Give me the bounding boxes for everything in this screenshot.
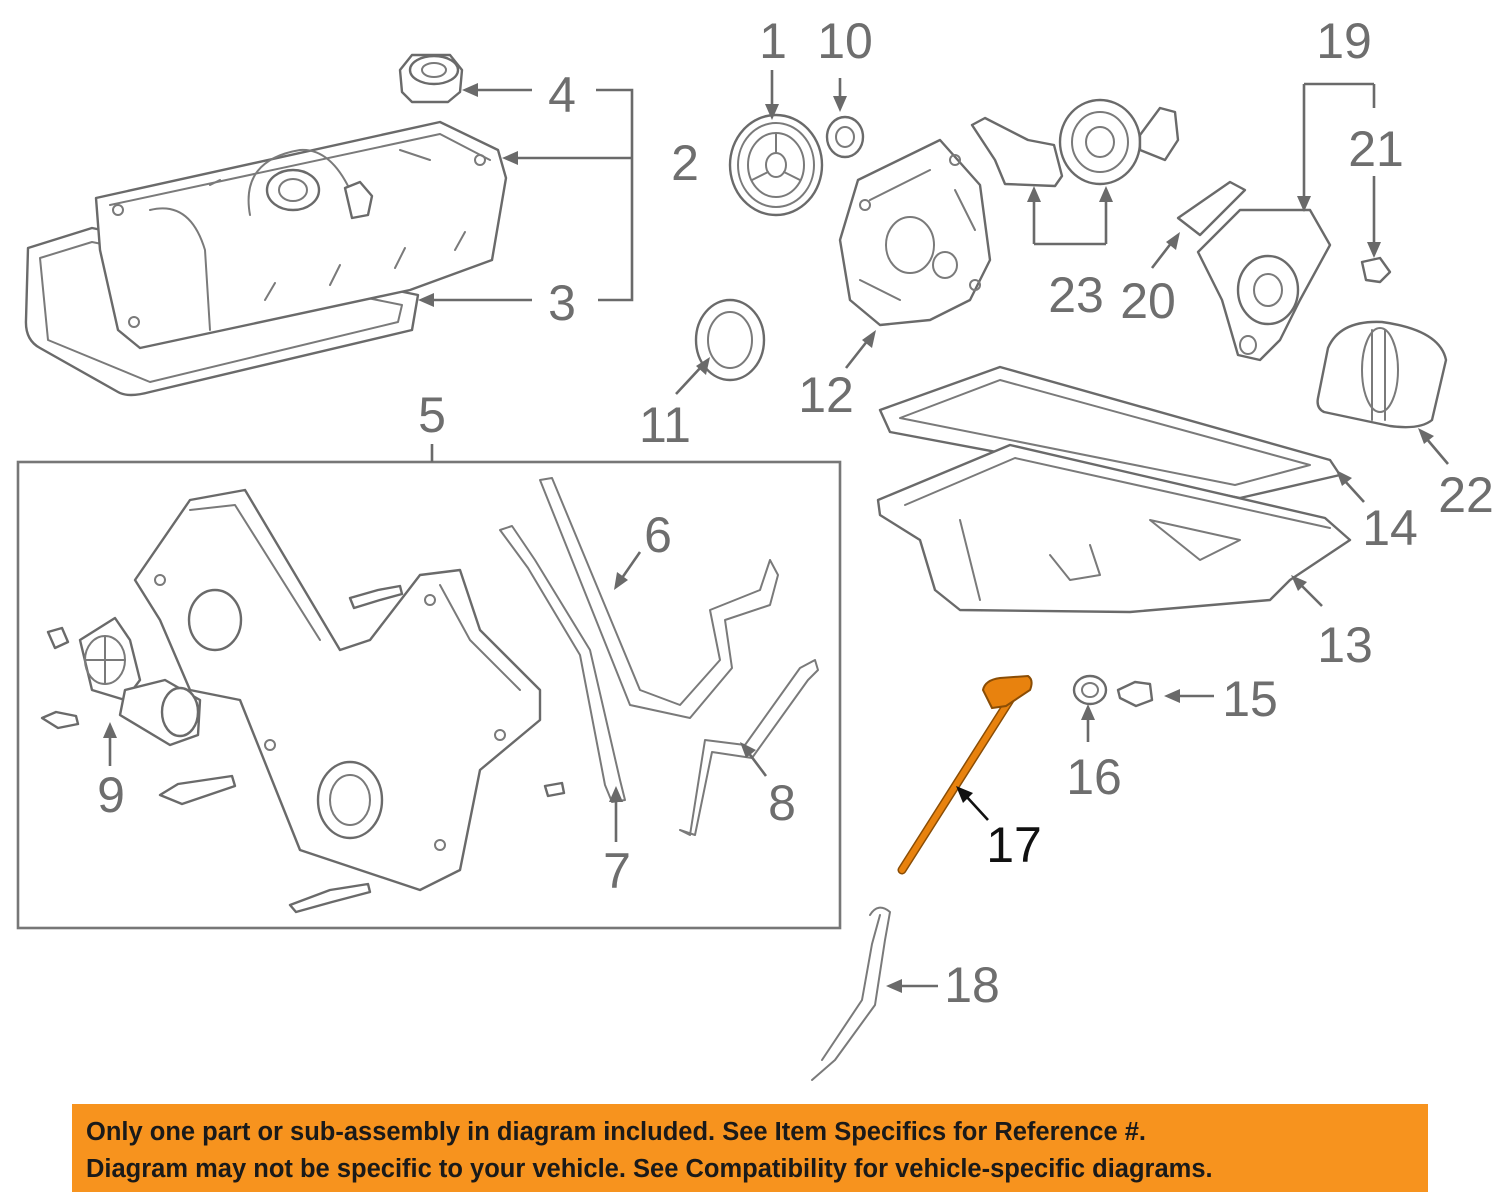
callout-11: 11 [639, 397, 691, 453]
belt-tensioner [1196, 208, 1332, 362]
callout-21: 21 [1348, 121, 1404, 177]
oil-pump-seal [694, 298, 766, 382]
tensioner-bolt [1360, 256, 1392, 284]
oil-pan [876, 443, 1352, 614]
callout-2: 2 [671, 135, 699, 191]
callout-22: 22 [1438, 467, 1494, 523]
tensioner-bracket [1176, 180, 1247, 237]
front-seal [825, 115, 865, 159]
callout-17: 17 [986, 817, 1042, 873]
callout-23: 23 [1048, 267, 1104, 323]
exploded-parts-diagram: 1 2 3 4 5 6 7 8 9 10 11 12 13 14 15 16 1… [16, 13, 1494, 1081]
tensioner-assembly [970, 98, 1180, 188]
callout-5: 5 [418, 387, 446, 443]
callout-14: 14 [1362, 500, 1418, 556]
callout-20: 20 [1120, 273, 1176, 329]
callout-12: 12 [798, 367, 854, 423]
oil-filler-cap [398, 53, 464, 104]
bolts [40, 584, 566, 914]
crankshaft-pulley [728, 113, 824, 217]
callout-18: 18 [944, 957, 1000, 1013]
oil-pump [838, 138, 992, 327]
drain-plug-parts [1072, 674, 1154, 708]
disclaimer-line-1: Only one part or sub-assembly in diagram… [86, 1118, 1146, 1146]
callout-labels: 1 2 3 4 5 6 7 8 9 10 11 12 13 14 15 16 1… [97, 13, 1494, 1013]
callout-6: 6 [644, 507, 672, 563]
callout-19: 19 [1316, 13, 1372, 69]
disclaimer-line-2: Diagram may not be specific to your vehi… [86, 1155, 1213, 1183]
valve-cover [94, 120, 508, 350]
callout-15: 15 [1222, 671, 1278, 727]
water-pump [78, 616, 202, 747]
timing-cover-gaskets [499, 477, 819, 836]
disclaimer-banner: Only one part or sub-assembly in diagram… [72, 1104, 1428, 1192]
callout-7: 7 [603, 843, 631, 899]
oil-dipstick [897, 674, 1033, 875]
callout-13: 13 [1317, 617, 1373, 673]
timing-cover [133, 488, 542, 892]
callout-3: 3 [548, 275, 576, 331]
dipstick-tube [811, 906, 891, 1081]
callout-4: 4 [548, 67, 576, 123]
callout-9: 9 [97, 767, 125, 823]
callout-10: 10 [817, 13, 873, 69]
callout-8: 8 [768, 775, 796, 831]
callout-1: 1 [759, 13, 787, 69]
leader-lines [103, 70, 1449, 993]
timing-cover-kit-box [16, 460, 842, 930]
oil-filter [1316, 320, 1448, 429]
callout-16: 16 [1066, 749, 1122, 805]
oil-pan-gasket [878, 365, 1342, 500]
